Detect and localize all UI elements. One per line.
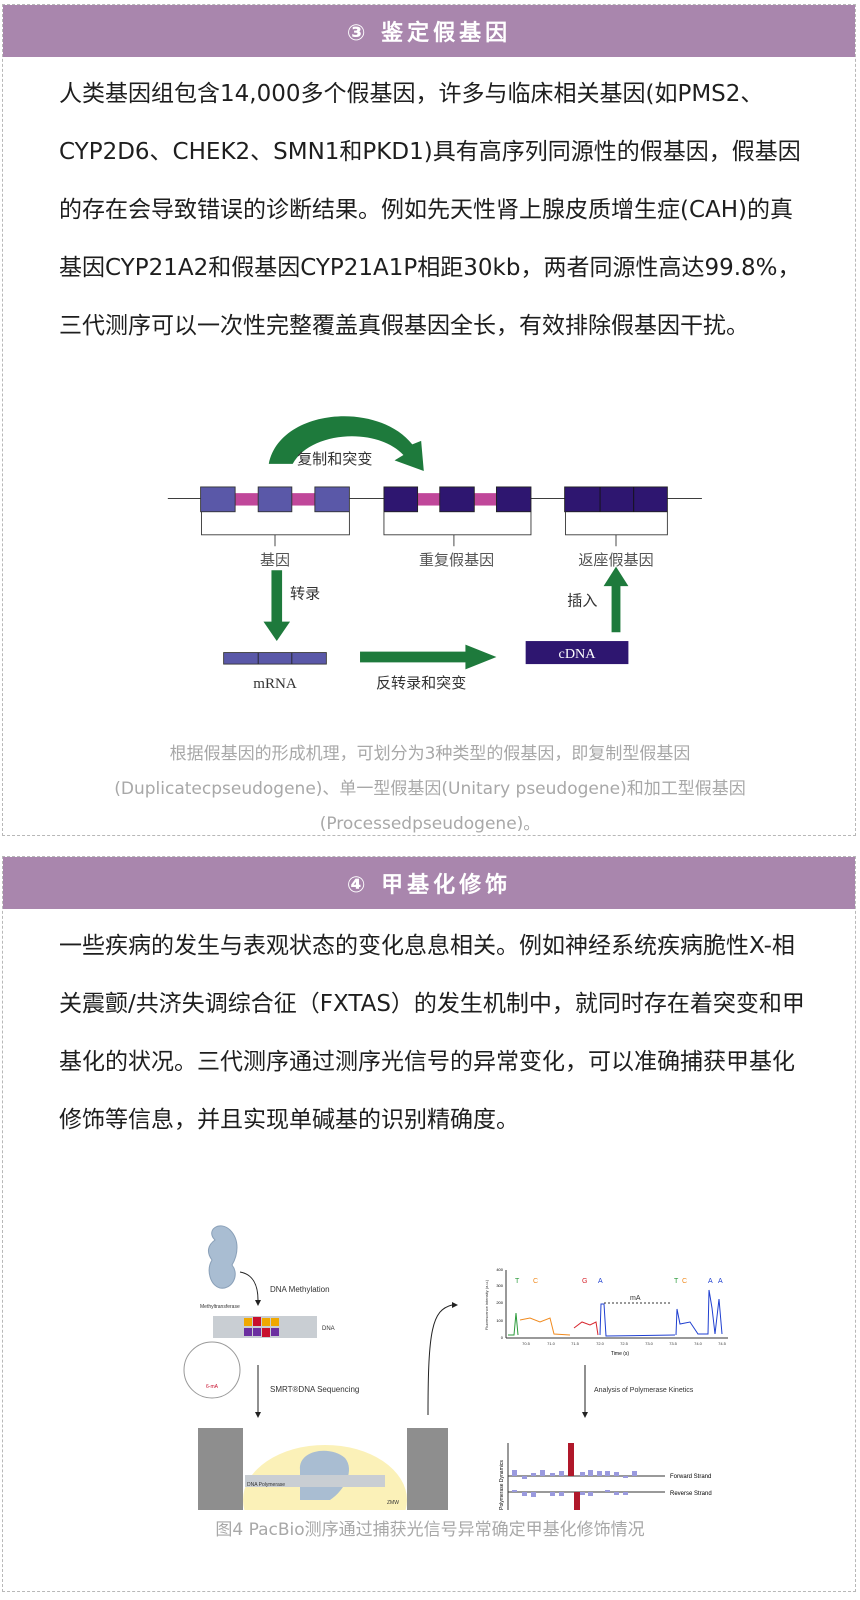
label-insertion: 插入 [567, 593, 597, 610]
x-tick: 72.0 [596, 1341, 605, 1346]
x-tick: 71.5 [571, 1341, 580, 1346]
label-dup-mut: 复制和突变 [297, 450, 372, 468]
label-kinetics: Analysis of Polymerase Kinetics [594, 1387, 694, 1394]
label-ma: mA [630, 1295, 641, 1302]
axis-x-label: Time (s) [611, 1351, 629, 1357]
label-dup-pseudogene: 重复假基因 [419, 551, 494, 569]
section-paragraph: 人类基因组包含14,000多个假基因，许多与临床相关基因(如PMS2、CYP2D… [59, 81, 801, 339]
label-dna-methylation: DNA Methylation [270, 1285, 330, 1294]
x-tick: 74.0 [694, 1341, 703, 1346]
section-header: ④ 甲基化修饰 [3, 857, 855, 909]
base-label: C [533, 1278, 538, 1285]
down-arrow [263, 570, 291, 642]
fluorescence-trace: Fluorescence intensity (a.u.) 0 100 200 … [484, 1267, 728, 1357]
mrna-box [223, 652, 327, 665]
label-forward-strand: Forward Strand [670, 1474, 711, 1480]
x-tick: 71.0 [547, 1341, 556, 1346]
duplicated-pseudogene-exons [383, 486, 532, 513]
label-methyltransferase: Methyltransferase [200, 1304, 240, 1310]
retro-pseudogene [564, 486, 668, 513]
y-tick: 0 [501, 1335, 504, 1340]
right-arrow [360, 644, 497, 670]
polymerase-dynamics-plot: Polymerase Dynamics Forward Strand Rever… [499, 1443, 712, 1510]
axis-y-label: Fluorescence intensity (a.u.) [484, 1279, 489, 1330]
base-label: C [682, 1278, 687, 1285]
label-mrna: mRNA [253, 676, 297, 692]
section-paragraph: 一些疾病的发生与表观状态的变化息息相关。例如神经系统疾病脆性X-相关震颤/共济失… [59, 933, 805, 1133]
base-label: G [582, 1278, 587, 1285]
x-tick: 73.0 [645, 1341, 654, 1346]
up-arrow [603, 566, 629, 633]
x-tick: 72.5 [620, 1341, 629, 1346]
label-6ma: 6-mA [206, 1384, 219, 1390]
base-label: T [515, 1278, 520, 1285]
pacbio-methylation-figure: Methyltransferase DNA Methylation DNA 6-… [183, 1225, 728, 1510]
dna-strand [213, 1316, 317, 1338]
label-rt-mut: 反转录和突变 [376, 675, 466, 692]
label-polymerase: DNA Polymerase [247, 1482, 285, 1488]
y-tick: 400 [496, 1267, 503, 1272]
section-identify-pseudogene: ③ 鉴定假基因 人类基因组包含14,000多个假基因，许多与临床相关基因(如PM… [2, 4, 856, 836]
base-label: T [674, 1278, 679, 1285]
y-tick: 100 [496, 1318, 503, 1323]
label-zmw: ZMW [387, 1500, 399, 1506]
figure-caption: 根据假基因的形成机理，可划分为3种类型的假基因，即复制型假基因(Duplicat… [114, 744, 746, 834]
label-retro-pseudogene: 返座假基因 [578, 552, 653, 569]
x-tick: 73.5 [669, 1341, 678, 1346]
base-label: A [598, 1278, 603, 1285]
label-dna: DNA [322, 1326, 335, 1332]
x-tick: 74.5 [718, 1341, 727, 1346]
x-tick: 70.5 [522, 1341, 531, 1346]
methyltransferase-icon [207, 1225, 238, 1289]
y-tick: 200 [496, 1300, 503, 1305]
axis-label-dynamics: Polymerase Dynamics [499, 1460, 505, 1510]
label-reverse-strand: Reverse Strand [670, 1491, 712, 1497]
curved-arrow [268, 416, 424, 471]
section-methylation: ④ 甲基化修饰 一些疾病的发生与表观状态的变化息息相关。例如神经系统疾病脆性X-… [2, 856, 856, 1592]
figure-caption: 图4 PacBio测序通过捕获光信号异常确定甲基化修饰情况 [215, 1520, 645, 1540]
label-smrt: SMRT®DNA Sequencing [270, 1385, 359, 1394]
section-header: ③ 鉴定假基因 [3, 5, 855, 57]
label-transcription: 转录 [290, 586, 320, 603]
label-gene: 基因 [260, 552, 290, 569]
gene-exons [200, 486, 350, 513]
label-cdna: cDNA [559, 646, 597, 662]
y-tick: 300 [496, 1283, 503, 1288]
base-label: A [718, 1278, 723, 1285]
pseudogene-formation-diagram: 复制和突变 基因 重复假基因 返座假基因 转录 mRNA 反转录和突变 cDNA… [167, 416, 702, 692]
base-label: A [708, 1278, 713, 1285]
